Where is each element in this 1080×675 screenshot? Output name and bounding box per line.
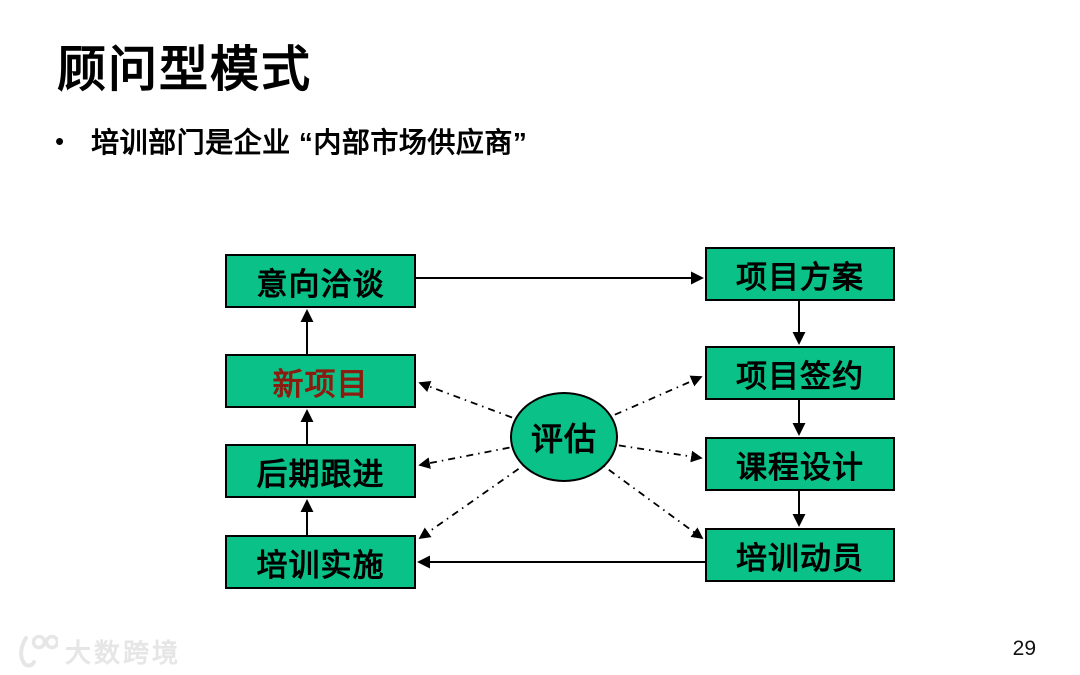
flow-ellipse-label: 评估 <box>530 421 597 457</box>
flow-box-project-plan: 项目方案 <box>705 247 895 301</box>
flow-box-label: 课程设计 <box>736 449 864 485</box>
flow-box-intent-talks: 意向洽谈 <box>225 254 416 308</box>
slide-title: 顾问型模式 <box>57 43 313 97</box>
flow-box-training-mobilization: 培训动员 <box>705 528 895 582</box>
arrow-evaluation-to-mobilization <box>563 436 704 540</box>
flow-box-course-design: 课程设计 <box>705 437 895 491</box>
bullet-text: 培训部门是企业 “内部市场供应商” <box>91 127 528 158</box>
page-number: 29 <box>1012 637 1036 660</box>
watermark-text: 大数跨境 <box>65 637 182 668</box>
flow-box-label: 项目方案 <box>736 259 864 295</box>
flow-box-project-signing: 项目签约 <box>705 346 895 400</box>
bullet-line: • 培训部门是企业 “内部市场供应商” <box>55 121 527 161</box>
flow-box-label: 新项目 <box>272 366 369 402</box>
flow-ellipse-evaluation: 评估 <box>510 392 618 482</box>
flow-box-label: 项目签约 <box>736 358 864 394</box>
arrow-evaluation-to-newproject <box>418 381 565 438</box>
watermark: 大数跨境 <box>12 632 181 670</box>
bullet-marker: • <box>55 126 65 156</box>
flow-box-label: 培训实施 <box>256 547 385 583</box>
flow-box-follow-up: 后期跟进 <box>225 444 416 498</box>
flow-box-new-project: 新项目 <box>225 354 416 408</box>
flow-box-label: 后期跟进 <box>256 456 385 492</box>
flow-box-label: 意向洽谈 <box>256 266 385 302</box>
flow-box-label: 培训动员 <box>736 540 864 576</box>
flow-box-training-implementation: 培训实施 <box>225 535 416 589</box>
dashu-kuajing-logo-icon <box>19 634 58 668</box>
